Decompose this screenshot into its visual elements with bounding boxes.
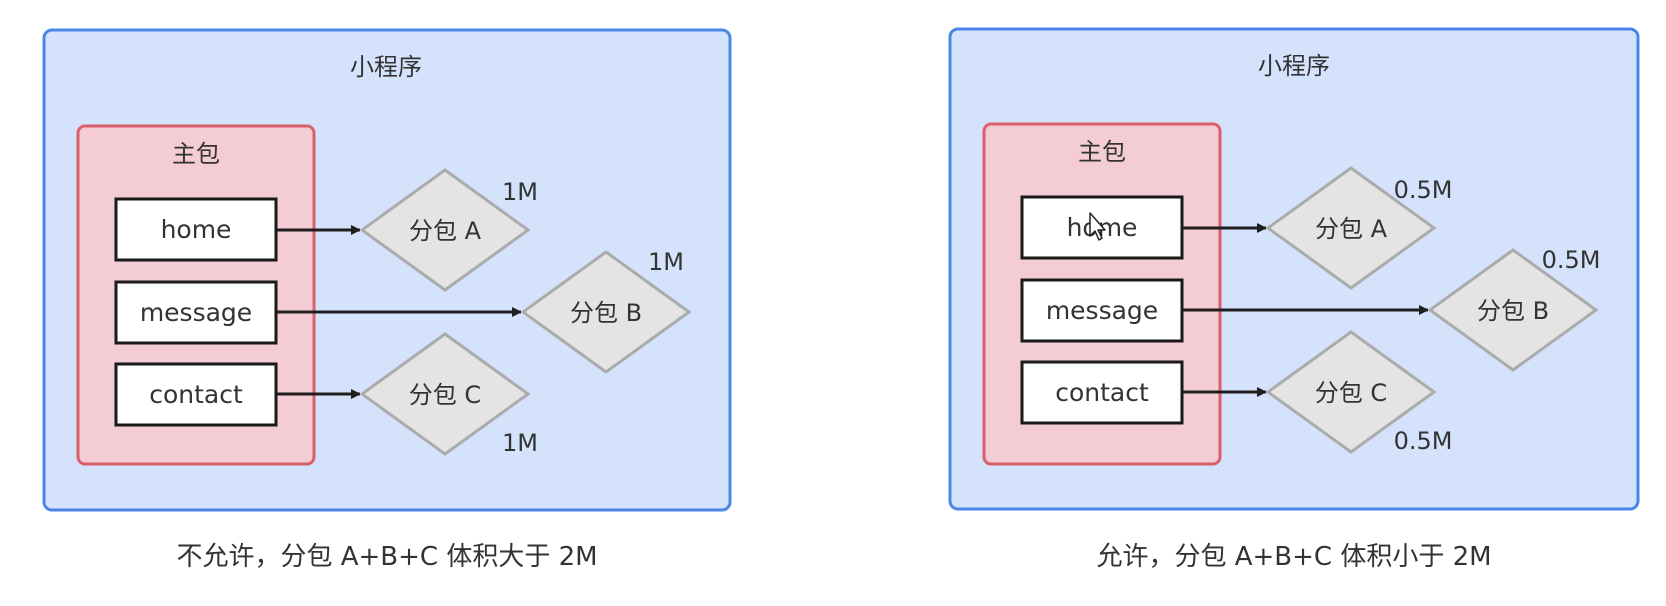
subpackage-c-diamond bbox=[1265, 330, 1437, 454]
subpackage-a-diamond bbox=[359, 168, 531, 292]
caption-right: 允许，分包 A+B+C 体积小于 2M bbox=[1096, 542, 1492, 572]
page-box-home bbox=[114, 197, 278, 262]
caption-left: 不允许，分包 A+B+C 体积大于 2M bbox=[176, 542, 598, 572]
subpackage-a-size: 0.5M bbox=[1394, 176, 1453, 204]
container-label: 小程序 bbox=[350, 53, 422, 81]
page-label-contact: contact bbox=[1055, 378, 1149, 407]
subpackage-b-size: 0.5M bbox=[1542, 246, 1601, 274]
subpackage-c-size: 1M bbox=[502, 429, 538, 457]
mouse-cursor-icon bbox=[1089, 212, 1106, 241]
main-package-label: 主包 bbox=[172, 140, 220, 168]
main-package-label: 主包 bbox=[1078, 138, 1126, 166]
subpackage-b-diamond bbox=[520, 250, 692, 374]
subpackage-a-label: 分包 A bbox=[409, 217, 482, 245]
page-label-message: message bbox=[140, 298, 252, 327]
page-label-message: message bbox=[1046, 296, 1158, 325]
container-label: 小程序 bbox=[1258, 52, 1330, 80]
subpackage-a-label: 分包 A bbox=[1315, 215, 1388, 243]
subpackage-a-size: 1M bbox=[502, 178, 538, 206]
page-box-contact bbox=[1020, 360, 1184, 425]
subpackage-c-label: 分包 C bbox=[409, 381, 481, 409]
subpackage-c-size: 0.5M bbox=[1394, 427, 1453, 455]
subpackage-a-diamond bbox=[1265, 166, 1437, 290]
subpackage-c-diamond bbox=[359, 332, 531, 456]
page-label-home: home bbox=[161, 215, 232, 244]
diagram-left: 小程序 主包 home message contact 分包 A 1M 分包 B… bbox=[42, 28, 732, 512]
subpackage-b-size: 1M bbox=[648, 248, 684, 276]
subpackage-b-diamond bbox=[1427, 248, 1599, 372]
subpackage-b-label: 分包 B bbox=[570, 299, 642, 327]
page-label-contact: contact bbox=[149, 380, 243, 409]
subpackage-b-label: 分包 B bbox=[1477, 297, 1549, 325]
diagram-right: 小程序 主包 home message contact 分包 A 0.5M 分包… bbox=[948, 27, 1640, 511]
subpackage-c-label: 分包 C bbox=[1315, 379, 1387, 407]
